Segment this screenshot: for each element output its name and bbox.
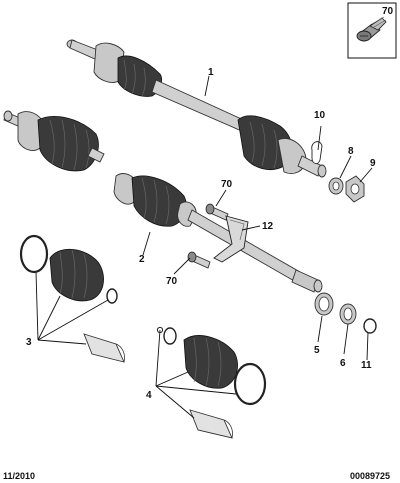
callout-70-upper: 70 bbox=[221, 179, 233, 190]
part-70-bolt-lower bbox=[187, 251, 211, 269]
callout-3: 3 bbox=[26, 337, 32, 348]
callout-6: 6 bbox=[340, 358, 346, 369]
callout-12: 12 bbox=[262, 221, 274, 232]
bolt-icon bbox=[356, 16, 387, 42]
part-12-bracket bbox=[213, 215, 249, 263]
callout-10: 10 bbox=[314, 110, 326, 121]
part-11-circlip bbox=[363, 318, 377, 334]
kit4-clip-mark bbox=[156, 326, 164, 334]
leader-lines bbox=[35, 75, 373, 419]
inset-label-70: 70 bbox=[382, 6, 394, 17]
driveshaft-1 bbox=[66, 39, 327, 178]
inset-bolt-70: 70 bbox=[347, 2, 397, 59]
callout-70-lower: 70 bbox=[166, 276, 178, 287]
kit4-clamp-large bbox=[233, 362, 267, 406]
part-8-washer bbox=[328, 177, 344, 195]
kit4-clamp-small bbox=[163, 327, 177, 345]
boot-kit-4 bbox=[163, 327, 267, 439]
kit3-boot bbox=[49, 249, 104, 302]
kit3-grease-pack bbox=[83, 333, 125, 363]
callout-8: 8 bbox=[348, 146, 354, 157]
callout-1: 1 bbox=[208, 67, 214, 78]
callout-4: 4 bbox=[146, 390, 152, 401]
kit4-boot bbox=[183, 335, 238, 389]
callout-5: 5 bbox=[314, 345, 320, 356]
footer-reference: 00089725 bbox=[350, 471, 390, 481]
part-70-bolt-upper bbox=[205, 203, 229, 221]
part-9-nut bbox=[345, 175, 365, 203]
callout-11: 11 bbox=[361, 360, 372, 371]
part-10-clip bbox=[311, 141, 323, 165]
footer-date: 11/2010 bbox=[3, 471, 35, 481]
callout-2: 2 bbox=[139, 254, 145, 265]
part-5-seal bbox=[314, 292, 334, 316]
kit4-grease-pack bbox=[189, 409, 233, 439]
kit3-clamp-small bbox=[106, 288, 118, 304]
boot-kit-3 bbox=[19, 234, 125, 363]
callouts: 1 2 3 4 5 6 11 10 8 9 70 12 70 bbox=[26, 67, 376, 401]
part-6-ring bbox=[339, 303, 357, 325]
kit3-clamp-large bbox=[19, 234, 49, 274]
callout-9: 9 bbox=[370, 158, 376, 169]
